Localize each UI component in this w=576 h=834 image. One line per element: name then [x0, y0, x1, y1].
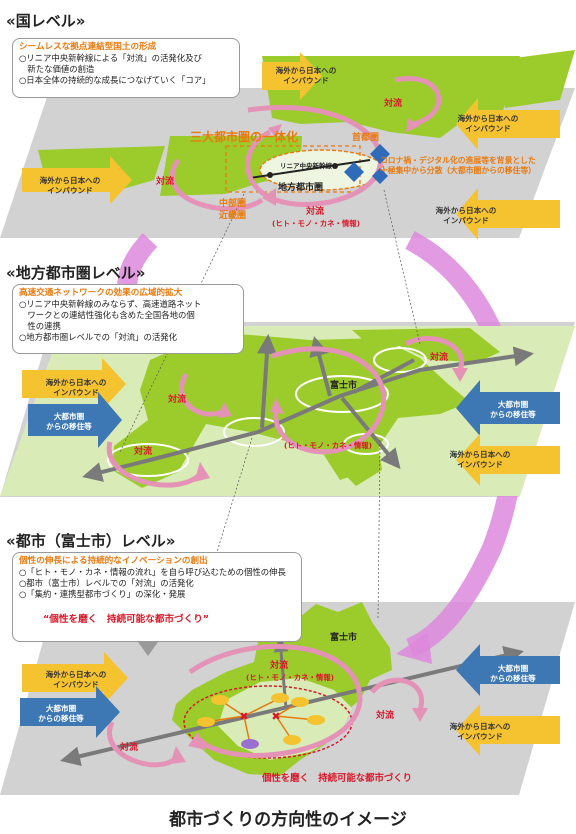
migration-arrow-r1: [28, 392, 122, 448]
route-main: [82, 346, 534, 482]
migration-label-c1: 大都市圏 からの移住等: [38, 704, 84, 723]
inbound-label-n3: 海外から日本への インバウンド: [457, 114, 519, 133]
regional-flow-ring-mid: [179, 372, 228, 417]
level-heading-national: «国レベル»: [6, 12, 86, 30]
inbound-label-c2: 海外から日本への インバウンド: [449, 722, 511, 741]
regional-flow-ring-west: [106, 441, 204, 488]
flow-label-r3: 対流: [134, 447, 153, 457]
svg-text:✖: ✖: [239, 710, 248, 723]
inbound-arrow-n4: [456, 188, 560, 240]
city-hubs: ✖ ✖: [197, 693, 325, 749]
city-flow-ring-left: [107, 720, 180, 768]
integration-label: 三大都市圏の一体化: [190, 130, 299, 144]
city-box-heading: 個性の伸長による持続的なイノベーションの創出: [19, 556, 208, 566]
fuji-label-city: 富士市: [330, 633, 358, 643]
flow-label-n3: 対流: [306, 207, 325, 217]
inbound-label-n4: 海外から日本への インバウンド: [435, 206, 497, 225]
flow-detail-c: (ヒト・モノ・カネ・情報): [246, 673, 335, 682]
migration-label-r2: 大都市圏 からの移住等: [490, 400, 536, 419]
city-flow-ring-right: [370, 677, 425, 711]
national-flow-ring-3: [394, 76, 442, 128]
inbound-arrow-c2: [456, 704, 560, 756]
national-box-heading: シームレスな拠点連結型国土の形成: [19, 42, 157, 52]
inbound-arrow-n1: [262, 52, 322, 100]
city-box-line: ○「集約・連携型都市づくり」の深化・発展: [19, 589, 186, 599]
flow-label-c3: 対流: [376, 711, 395, 721]
inbound-label-r1: 海外から日本への インバウンド: [45, 378, 107, 397]
migration-arrow-c1: [20, 686, 120, 738]
national-land-central: [160, 136, 302, 196]
flow-label-c2: 対流: [120, 743, 139, 753]
flow-label-r2: 対流: [168, 395, 187, 405]
fuji-label-regional: 富士市: [330, 381, 358, 391]
city-description-box: 個性の伸長による持続的なイノベーションの創出 ○「ヒト・モノ・カネ・情報の流れ」…: [12, 552, 302, 642]
regional-box-heading: 高速交通ネットワークの効果の広域的拡大: [19, 288, 183, 298]
regional-box-line: ワークとの連結性強化も含めた全国各地の個: [19, 310, 195, 320]
flow-label-c1: 対流: [270, 661, 289, 671]
regional-box-line: 性の連携: [19, 321, 61, 331]
inbound-arrow-n2: [22, 156, 132, 204]
level-heading-city: «都市（富士市）レベル»: [6, 532, 176, 550]
city-box-line: ○「ヒト・モノ・カネ・情報の流れ」を自ら呼び込むための個性の伸長: [19, 567, 286, 577]
level-heading-regional: «地方都市圏レベル»: [6, 264, 146, 282]
inbound-arrow-r2: [456, 434, 560, 486]
city-flow-ring-center: [188, 644, 363, 758]
migration-arrow-r2: [456, 380, 560, 436]
svg-text:✖: ✖: [271, 710, 280, 723]
regional-flow-ring-east: [404, 336, 465, 371]
migration-label-r1: 大都市圏 からの移住等: [46, 412, 92, 431]
national-box-line: ○日本全体の持続的な成長につなげていく「コア」: [19, 75, 211, 85]
diagram-title: 都市づくりの方向性のイメージ: [169, 810, 407, 830]
chubu-label: 中部圏: [219, 199, 247, 209]
regional-flow-ring-fuji: [271, 346, 387, 455]
inbound-label-c1: 海外から日本への インバウンド: [45, 670, 107, 689]
national-box-line: 新たな価値の創造: [19, 64, 95, 74]
national-land-island: [500, 50, 575, 108]
national-flow-ring-2: [169, 158, 264, 212]
migration-label-c2: 大都市圏 からの移住等: [490, 664, 536, 683]
regional-description-box: 高速交通ネットワークの効果の広域的拡大 ○リニア中央新幹線のみならず、高速道路ネ…: [12, 284, 244, 354]
city-uniqueness-label: 個性を磨く 持続可能な都市づくり: [262, 773, 413, 784]
national-description-box: シームレスな拠点連結型国土の形成 ○リニア中央新幹線による「対流」の活発化及び …: [12, 38, 240, 98]
inbound-arrow-c1: [22, 652, 128, 704]
shutoken-label: 首都圏: [352, 133, 380, 143]
flow-label-n2: 対流: [156, 177, 175, 187]
flow-label-n1: 対流: [384, 99, 403, 109]
regional-box-line: ○リニア中央新幹線のみならず、高速道路ネット: [19, 299, 202, 309]
national-land-east: [262, 56, 520, 138]
corona-note: コロナ禍・デジタル化の進展等を背景とした 一極集中から分散（大都市圏からの移住等…: [380, 156, 536, 175]
linear-label: リニア中央新幹線: [280, 162, 332, 170]
inbound-label-n2: 海外から日本への インバウンド: [39, 176, 101, 195]
national-box-line: ○リニア中央新幹線による「対流」の活発化及び: [19, 53, 202, 63]
flow-detail-n: (ヒト・モノ・カネ・情報): [272, 219, 361, 228]
chihou-label: 地方都市圏: [278, 183, 324, 193]
inbound-label-n1: 海外から日本への インバウンド: [275, 66, 337, 85]
national-flow-ring: [245, 105, 384, 207]
regional-box-line: ○地方都市圏レベルでの「対流」の活発化: [19, 332, 178, 342]
inbound-arrow-n3: [456, 98, 560, 150]
inbound-label-r2: 海外から日本への インバウンド: [449, 450, 511, 469]
flow-label-r1: 対流: [430, 353, 449, 363]
city-slogan: “個性を磨く 持続可能な都市づくり”: [43, 614, 210, 625]
migration-arrow-c2: [456, 644, 560, 696]
city-box-line: ○都市（富士市）レベルでの「対流」の活発化: [19, 578, 194, 588]
kinki-label: 近畿圏: [219, 211, 247, 221]
flow-detail-r: (ヒト・モノ・カネ・情報): [284, 441, 373, 450]
